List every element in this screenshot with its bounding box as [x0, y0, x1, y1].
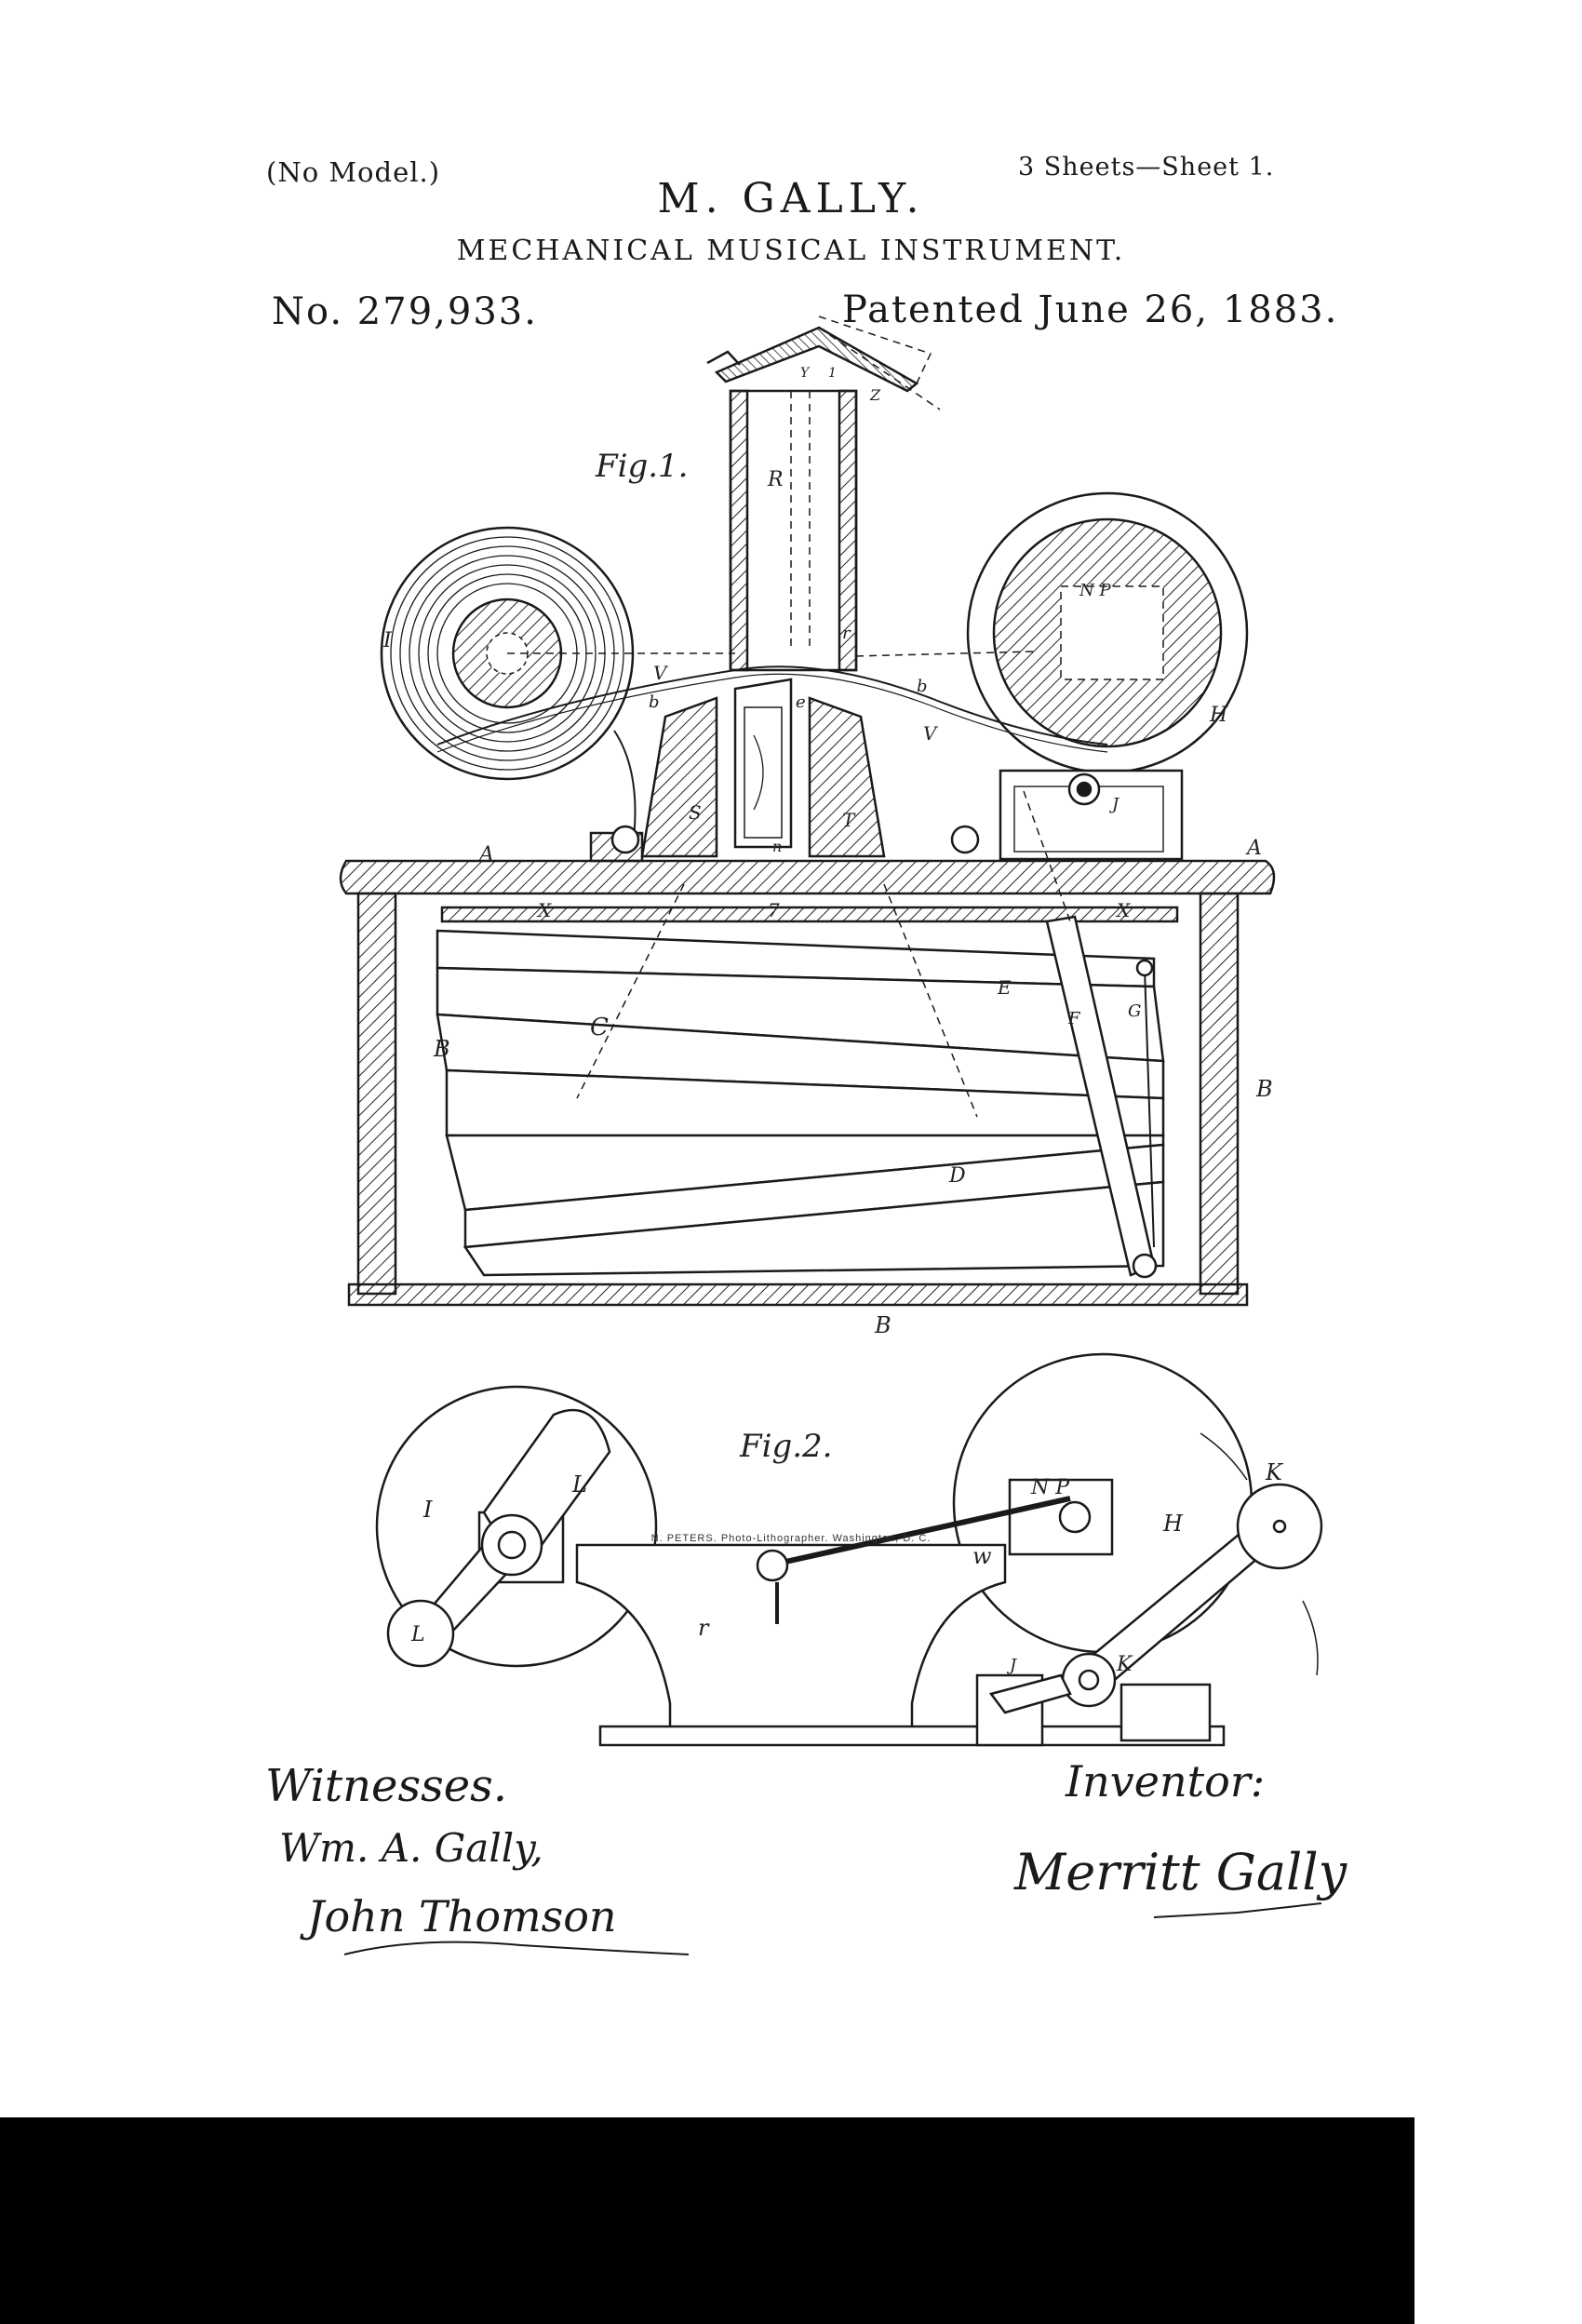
label-h: H	[1209, 704, 1228, 727]
label-j: J	[1108, 795, 1120, 814]
label-c: C	[590, 1014, 609, 1041]
label-a-right: A	[1245, 837, 1262, 860]
label-a-left: A	[477, 843, 494, 866]
label-n: n	[772, 838, 782, 855]
signature-block: Witnesses. Wm. A. Gally, John Thomson In…	[265, 1756, 1348, 1955]
fig2-label-l-lower: L	[410, 1623, 425, 1646]
patent-date: Patented June 26, 1883.	[842, 289, 1339, 331]
fig2-label-i: I	[422, 1497, 433, 1523]
roll-h	[966, 491, 1249, 774]
patent-number: No. 279,933.	[272, 290, 538, 333]
figure-2-labels: Fig.2. I L L r w N P H K K J	[410, 1428, 1284, 1676]
label-b-bottom: B	[874, 1312, 892, 1338]
label-np-upper: N P	[1079, 581, 1111, 600]
label-v-left: V	[653, 662, 669, 684]
label-g: G	[1128, 1001, 1141, 1021]
fig2-label-l-upper: L	[571, 1471, 587, 1498]
fig2-label-h: H	[1162, 1511, 1184, 1537]
label-b-frame-left: B	[433, 1036, 450, 1062]
inventor-name: M. GALLY.	[657, 175, 925, 222]
witness-signature-1: Wm. A. Gally,	[279, 1825, 543, 1871]
label-v-right: V	[923, 722, 939, 745]
fig2-label-r: r	[698, 1615, 710, 1641]
label-i: I	[382, 629, 393, 652]
sheet-number: 3 Sheets—Sheet 1.	[1018, 153, 1275, 181]
label-d: D	[948, 1164, 966, 1188]
label-b-left: b	[649, 692, 660, 712]
fig2-label-w: w	[972, 1543, 992, 1569]
label-one: 1	[828, 366, 837, 381]
fig2-label-k-lower: K	[1116, 1653, 1133, 1676]
label-r-lower: r	[842, 624, 851, 643]
patent-title: MECHANICAL MUSICAL INSTRUMENT.	[456, 235, 1126, 267]
label-seven: 7	[768, 899, 780, 921]
figure-1	[339, 316, 1276, 1307]
fig2-label-j: J	[1006, 1656, 1018, 1675]
fig1-caption: Fig.1.	[595, 448, 688, 485]
label-x-right: X	[1115, 899, 1131, 921]
label-e: e	[796, 692, 806, 712]
inventor-heading: Inventor:	[1065, 1756, 1265, 1807]
figure-1-labels: Fig.1. R I H V V b b S T e n r J A A X X…	[382, 366, 1273, 1338]
label-x-left: X	[536, 899, 552, 921]
fig2-label-np: N P	[1030, 1476, 1070, 1499]
label-e-upper: E	[997, 976, 1012, 999]
witnesses-heading: Witnesses.	[265, 1760, 507, 1812]
label-r-upper: R	[767, 468, 784, 491]
no-model-note: (No Model.)	[266, 156, 441, 188]
label-b-right: b	[917, 677, 928, 696]
label-f: F	[1067, 1009, 1081, 1028]
label-b-frame-right: B	[1255, 1076, 1273, 1102]
figure-2	[375, 1352, 1323, 1747]
inventor-flourish	[1153, 1902, 1322, 1918]
inventor-signature: Merritt Gally	[1013, 1843, 1348, 1901]
printer-credit: N. PETERS. Photo-Lithographer. Washingto…	[650, 1533, 932, 1544]
fig2-label-k-upper: K	[1265, 1459, 1284, 1485]
scan-border-bar	[0, 2117, 1414, 2324]
label-y: Y	[800, 366, 811, 381]
label-s: S	[689, 801, 702, 824]
fig2-caption: Fig.2.	[739, 1428, 832, 1465]
label-z: Z	[869, 386, 881, 404]
witness-signature-2: John Thomson	[300, 1891, 617, 1941]
witness-2-flourish	[343, 1941, 690, 1955]
label-t: T	[842, 809, 856, 831]
